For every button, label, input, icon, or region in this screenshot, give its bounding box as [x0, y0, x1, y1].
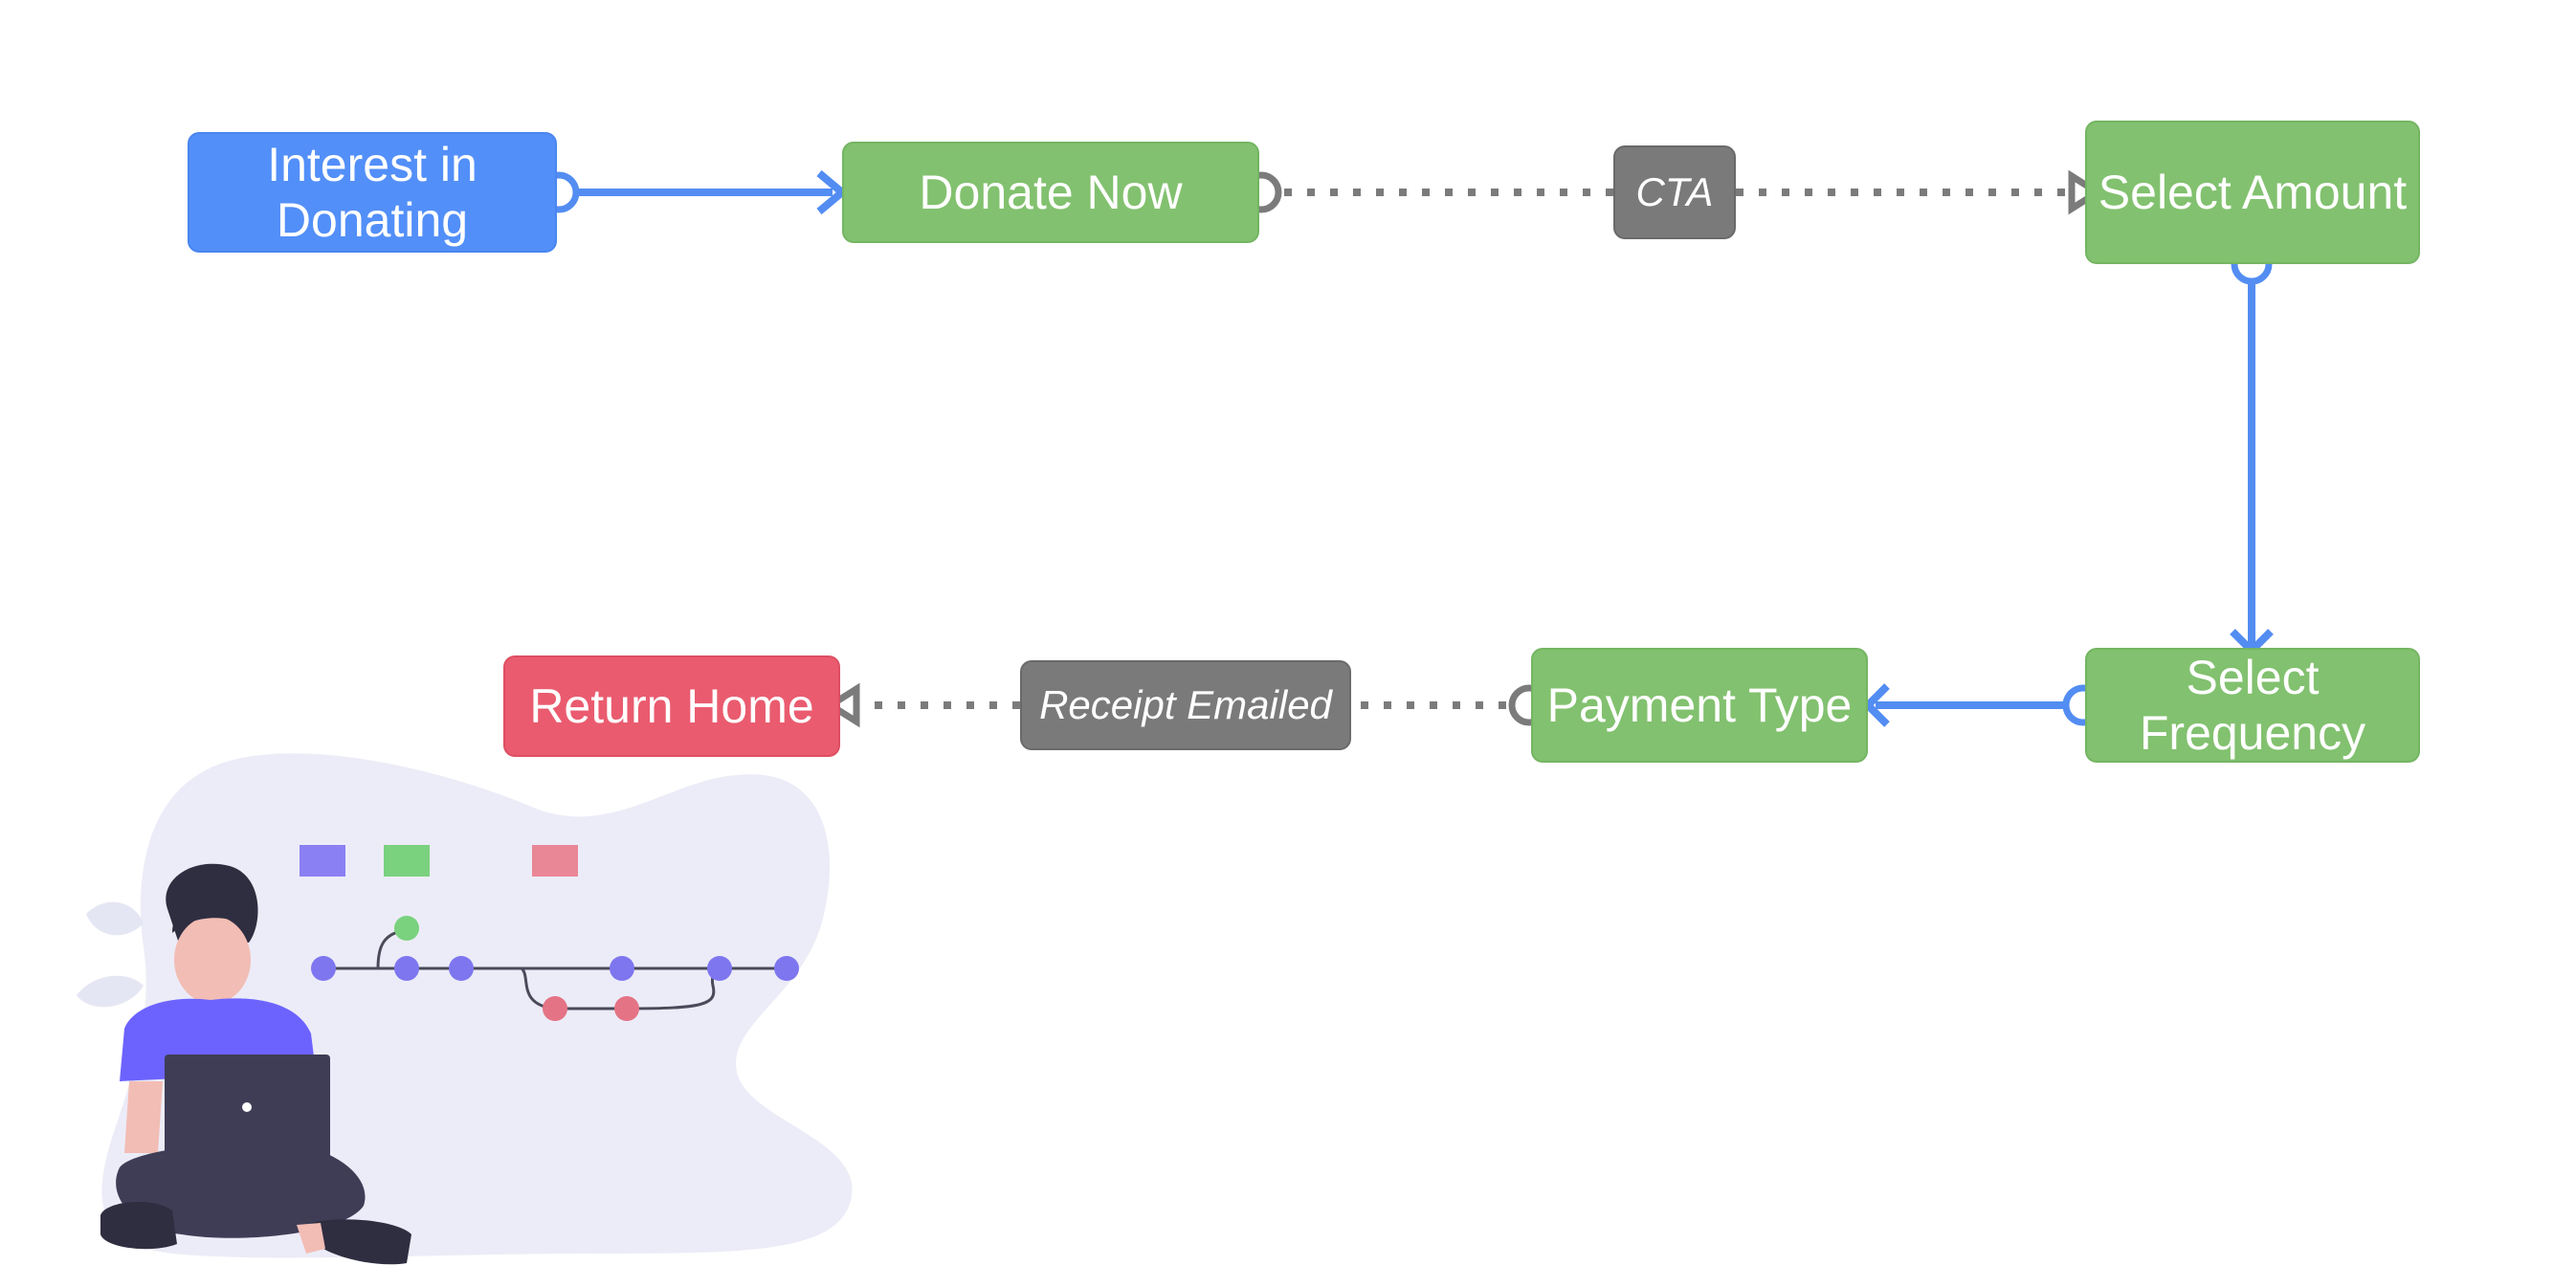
- laptop-icon: [165, 1055, 330, 1173]
- node-label: Interest in Donating: [267, 138, 477, 247]
- green-square: [384, 845, 430, 877]
- person-with-laptop-illustration: [77, 753, 853, 1265]
- person-figure: [100, 863, 411, 1265]
- node-select-amount[interactable]: Select Amount: [2085, 121, 2420, 264]
- arrowhead-icon: [1862, 683, 1890, 727]
- purple-square: [300, 845, 345, 877]
- node-label: Select Amount: [2098, 166, 2408, 219]
- pink-square: [532, 845, 578, 877]
- branch-nodes: [311, 916, 799, 1021]
- connectors: [538, 169, 2274, 728]
- arrowhead-icon: [824, 682, 860, 728]
- node-label: Return Home: [529, 679, 814, 733]
- node-select-frequency[interactable]: Select Frequency: [2085, 648, 2420, 763]
- node-label: Select Frequency: [2139, 651, 2366, 760]
- node-donate-now[interactable]: Donate Now: [842, 142, 1259, 243]
- leaf-icon: [77, 975, 144, 1008]
- node-interest-in-donating[interactable]: Interest in Donating: [188, 132, 557, 253]
- node-return-home[interactable]: Return Home: [503, 655, 840, 757]
- edge-label-cta: CTA: [1613, 145, 1736, 239]
- node-label: Donate Now: [919, 166, 1183, 219]
- edge-label-receipt-emailed: Receipt Emailed: [1020, 660, 1351, 750]
- arrowhead-icon: [2068, 169, 2104, 215]
- node-payment-type[interactable]: Payment Type: [1531, 648, 1868, 763]
- node-label: Payment Type: [1546, 678, 1853, 732]
- leaf-icon: [86, 901, 144, 936]
